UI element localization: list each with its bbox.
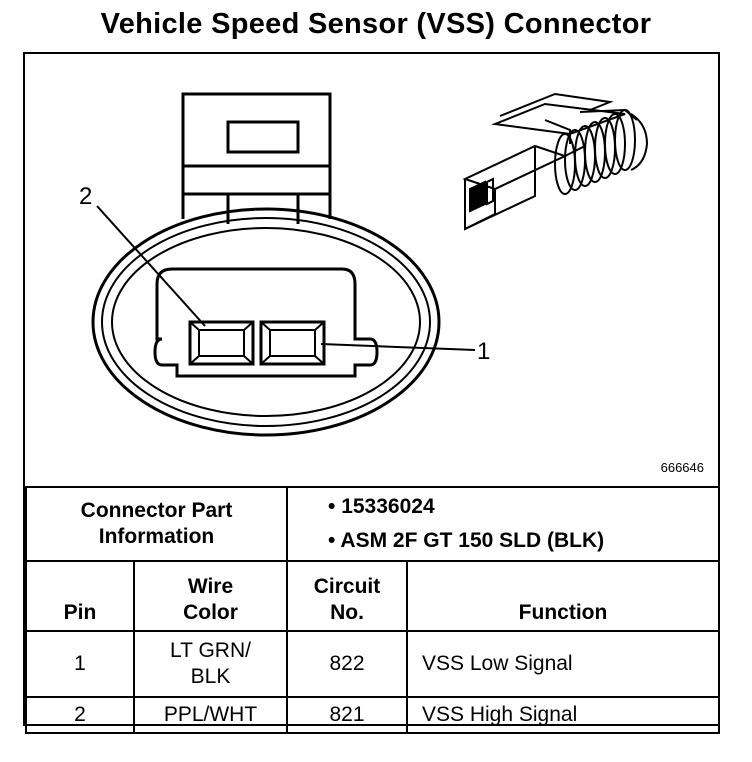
connector-diagram: 2 1: [79, 92, 649, 437]
table-row: 2 PPL/WHT 821 VSS High Signal: [25, 696, 720, 734]
header-pin: Pin: [25, 560, 135, 632]
pin-1-cavity: [259, 320, 326, 366]
function-cell: VSS Low Signal: [406, 630, 720, 698]
connector-info-table: Connector Part Information 15336024 ASM …: [25, 486, 720, 734]
reference-number: 666646: [660, 460, 704, 475]
connector-part-label: Connector Part Information: [25, 486, 288, 562]
circuit-cell: 822: [286, 630, 408, 698]
pin-cell: 2: [25, 696, 135, 734]
table-row: 1 LT GRN/ BLK 822 VSS Low Signal: [25, 630, 720, 698]
connector-inner-face: [153, 267, 379, 378]
part-description: ASM 2F GT 150 SLD (BLK): [328, 524, 718, 558]
wire-color-cell: LT GRN/ BLK: [133, 630, 288, 698]
header-circuit-no: Circuit No.: [286, 560, 408, 632]
diagram-title: Vehicle Speed Sensor (VSS) Connector: [100, 8, 652, 40]
pin-2-leader: [96, 205, 206, 327]
pin-2-callout: 2: [79, 183, 92, 210]
function-cell: VSS High Signal: [406, 696, 720, 734]
circuit-cell: 821: [286, 696, 408, 734]
header-function: Function: [406, 560, 720, 632]
pin-1-leader: [320, 343, 476, 351]
pin-1-callout: 1: [477, 338, 490, 365]
connector-part-values: 15336024 ASM 2F GT 150 SLD (BLK): [286, 486, 720, 562]
connector-3d-illustration: [462, 92, 649, 231]
pin-2-cavity: [188, 320, 255, 366]
part-number: 15336024: [328, 490, 718, 524]
table-header-row: Pin Wire Color Circuit No. Function: [25, 560, 720, 632]
wire-color-cell: PPL/WHT: [133, 696, 288, 734]
connector-lock-tab: [181, 92, 332, 224]
pin-cell: 1: [25, 630, 135, 698]
connector-outer-shell: [91, 207, 441, 437]
header-wire-color: Wire Color: [133, 560, 288, 632]
connector-part-row: Connector Part Information 15336024 ASM …: [25, 486, 720, 562]
